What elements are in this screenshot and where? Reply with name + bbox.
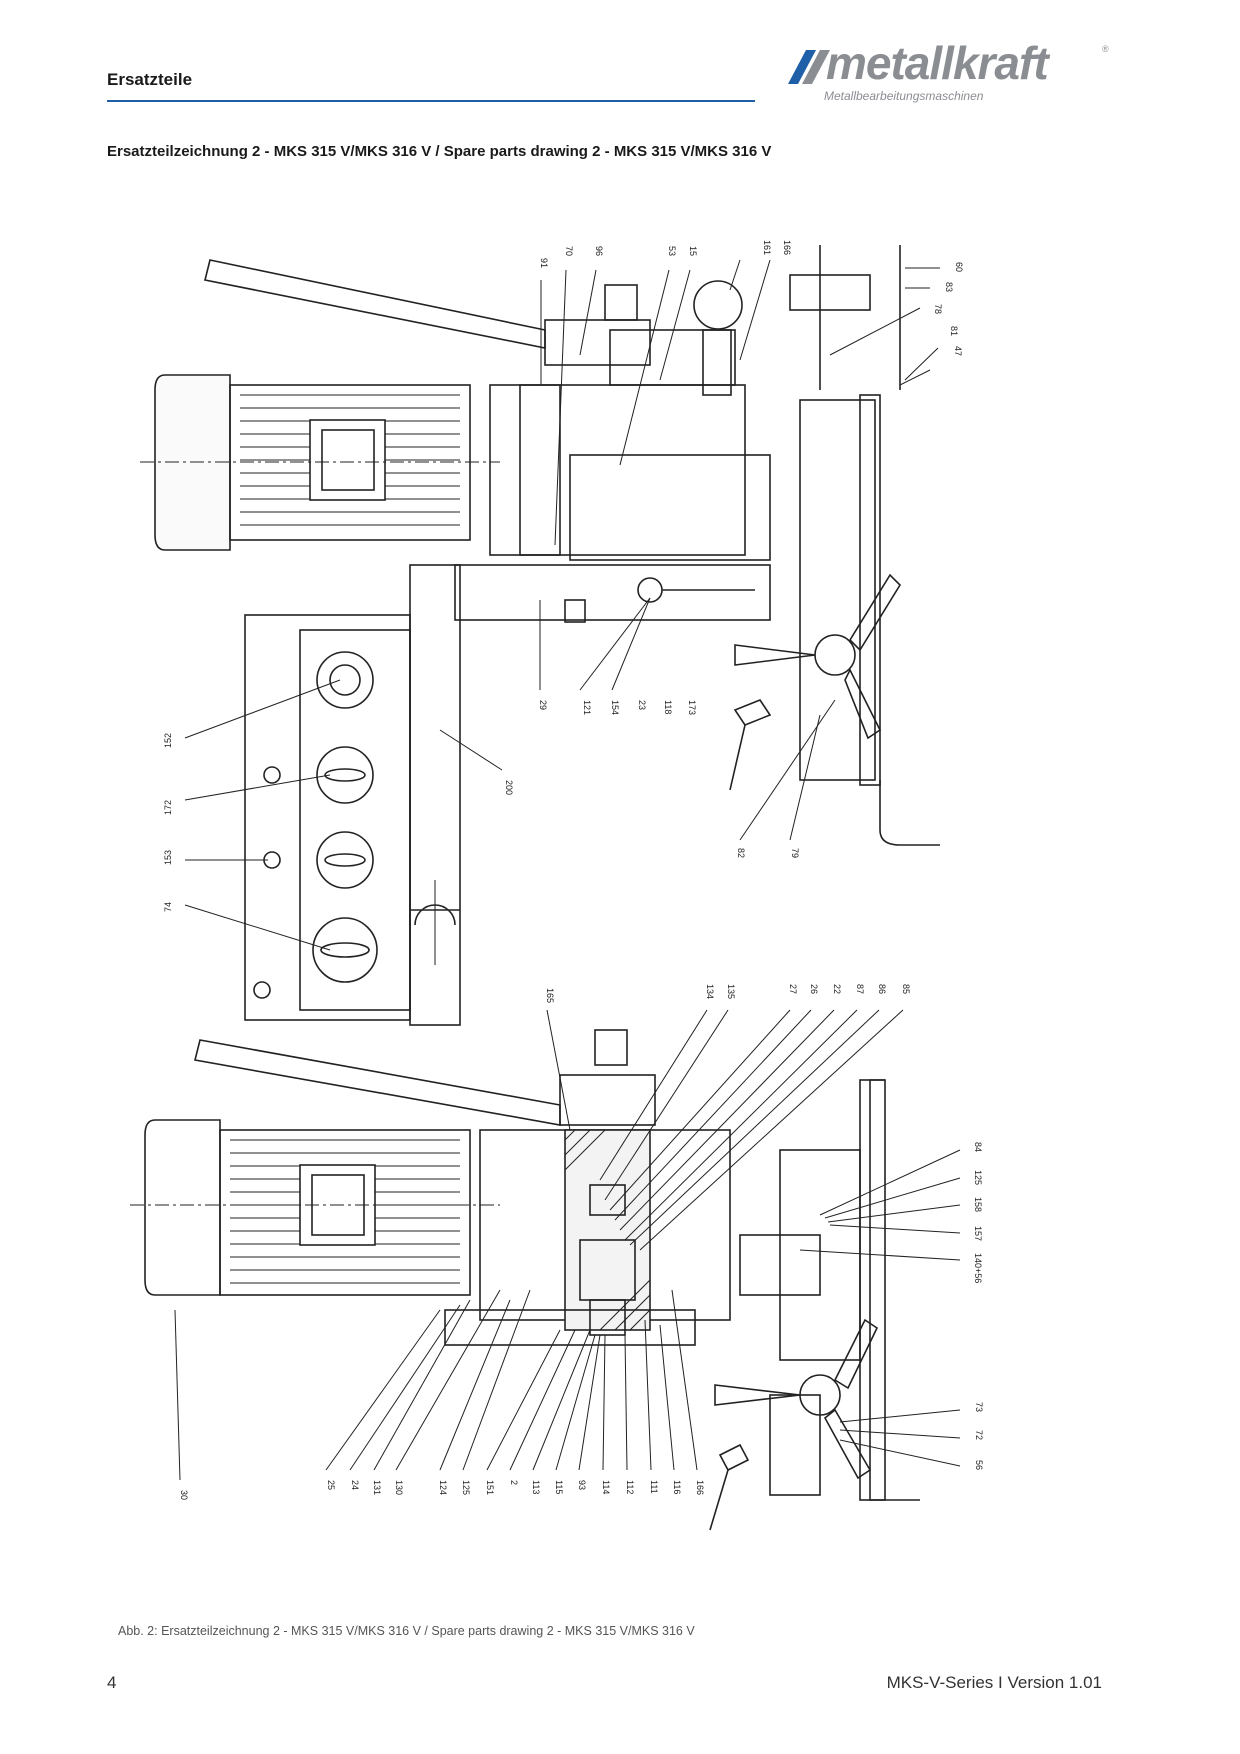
lower-callout-label: 22: [832, 984, 842, 994]
lower-callout-label: 113: [531, 1480, 541, 1494]
upper-callout-label: 96: [594, 246, 604, 256]
upper-callout-label: 121: [582, 700, 592, 715]
lower-callout-label: 114: [601, 1480, 611, 1494]
upper-callout-label: 29: [538, 700, 548, 710]
lower-callout-label: 165: [545, 988, 555, 1003]
lower-callout-label: 124: [438, 1480, 448, 1495]
section-title: Ersatzteile: [107, 70, 193, 89]
callout-labels: 91 70 96 53 15 161 166 60 83 78 81 47 29…: [163, 240, 984, 1500]
upper-callout-label: 118: [663, 700, 673, 714]
upper-callout-label: 154: [610, 700, 620, 715]
upper-gearbox: [489, 384, 746, 556]
lower-callout-label: 87: [855, 984, 865, 994]
lower-callout-label: 130: [394, 1480, 404, 1495]
upper-lever: [204, 259, 546, 349]
upper-callout-label: 152: [163, 733, 173, 748]
lower-callout-label: 116: [672, 1480, 682, 1494]
lower-callout-label: 56: [974, 1460, 984, 1470]
lower-callout-label: 111: [649, 1480, 659, 1494]
lower-callout-label: 131: [372, 1480, 382, 1495]
lower-lever: [194, 1039, 561, 1126]
lower-callout-label: 112: [625, 1480, 635, 1494]
lower-callout-label: 24: [350, 1480, 360, 1490]
upper-clamp-bar: [454, 564, 771, 621]
upper-callout-label: 78: [933, 304, 943, 314]
upper-callout-label: 83: [944, 282, 954, 292]
document-version: MKS-V-Series I Version 1.01: [886, 1673, 1102, 1692]
upper-callout-label: 15: [688, 246, 698, 256]
upper-control-panel: [244, 614, 411, 1021]
lower-callout-label: 27: [788, 984, 798, 994]
lower-callout-label: 115: [554, 1480, 564, 1494]
upper-callout-label: 172: [163, 800, 173, 815]
upper-callout-label: 166: [782, 240, 792, 255]
upper-callout-label: 161: [762, 240, 772, 255]
lower-callout-label: 72: [974, 1430, 984, 1440]
upper-callout-label: 173: [687, 700, 697, 715]
lower-callout-label: 135: [726, 984, 736, 999]
figure-caption: Abb. 2: Ersatzteilzeichnung 2 - MKS 315 …: [118, 1624, 695, 1638]
lower-assembly-view: [130, 1029, 920, 1531]
upper-callout-label: 91: [539, 258, 549, 268]
lower-callout-label: 157: [973, 1226, 983, 1241]
lower-callout-label: 140+56: [973, 1253, 983, 1283]
upper-handwheel: [814, 634, 856, 676]
upper-callout-label: 79: [790, 848, 800, 858]
lower-callout-label: 2: [509, 1480, 519, 1485]
drawing-title: Ersatzteilzeichnung 2 - MKS 315 V/MKS 31…: [107, 143, 772, 160]
lower-callout-label: 84: [973, 1142, 983, 1152]
logo-registered-mark: ®: [1102, 44, 1109, 54]
lower-callout-label: 85: [901, 984, 911, 994]
upper-callout-label: 200: [504, 780, 514, 795]
upper-column-arm: [409, 564, 461, 1026]
upper-callout-label: 60: [954, 262, 964, 272]
lower-callout-label: 151: [485, 1480, 495, 1495]
upper-callout-label: 53: [667, 246, 677, 256]
upper-callout-label: 70: [564, 246, 574, 256]
lower-callout-label: 166: [695, 1480, 705, 1495]
lower-motor-body: [219, 1129, 471, 1296]
lower-callout-label: 93: [577, 1480, 587, 1490]
lower-callout-label: 30: [179, 1490, 189, 1500]
logo-mark-icon: [788, 50, 830, 84]
lower-callout-label: 125: [461, 1480, 471, 1495]
header-rule: [107, 100, 755, 102]
lower-callout-label: 26: [809, 984, 819, 994]
upper-callout-label: 47: [953, 346, 963, 356]
lower-callout-label: 25: [326, 1480, 336, 1490]
page-number: 4: [107, 1673, 117, 1692]
callout-leader-lines: [174, 259, 961, 1481]
lower-callout-label: 86: [877, 984, 887, 994]
logo-wordmark: metallkraft: [826, 37, 1049, 89]
upper-callout-label: 74: [163, 902, 173, 912]
upper-callout-label: 81: [949, 326, 959, 336]
lower-callout-label: 158: [973, 1197, 983, 1212]
upper-callout-label: 23: [637, 700, 647, 710]
lower-callout-label: 134: [705, 984, 715, 999]
lower-motor-cap: [144, 1119, 221, 1296]
logo-tagline: Metallbearbeitungsmaschinen: [824, 89, 984, 103]
upper-callout-label: 153: [163, 850, 173, 865]
lower-callout-label: 73: [974, 1402, 984, 1412]
upper-callout-label: 82: [736, 848, 746, 858]
upper-assembly-view: [140, 245, 940, 1026]
brand-logo: metallkraft ® Metallbearbeitungsmaschine…: [786, 40, 1116, 110]
lower-callout-label: 125: [973, 1170, 983, 1185]
